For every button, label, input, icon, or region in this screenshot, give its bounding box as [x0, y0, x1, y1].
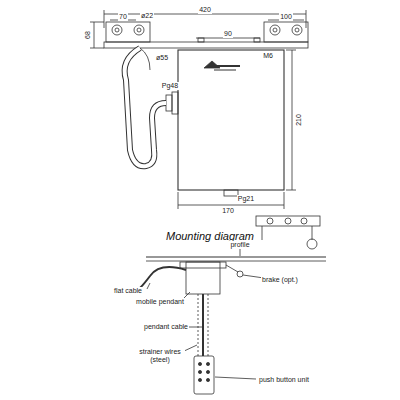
dimension-label: ø22	[140, 12, 154, 20]
dimension-label: ø55	[155, 54, 169, 62]
callout-label: flat cable	[113, 287, 143, 295]
dimension-label: 68	[84, 30, 92, 40]
dimension-label: 100	[279, 13, 293, 21]
dimension-label: Pg48	[161, 82, 179, 90]
callout-label: mobile pendant	[135, 298, 185, 306]
dimension-label: 170	[221, 207, 235, 215]
dimension-label: 210	[295, 113, 303, 127]
dimension-label: M6	[262, 52, 274, 60]
dimension-label: 420	[198, 6, 212, 14]
callout-label: strainer wires (steel)	[135, 348, 185, 364]
callout-label: pendant cable	[143, 323, 189, 331]
dimension-label: 90	[223, 30, 233, 38]
callout-label: brake (opt.)	[261, 276, 299, 284]
callout-label: push button unit	[258, 376, 310, 384]
dimension-label: Pg21	[237, 195, 255, 203]
dimension-label: 70	[118, 13, 128, 21]
callout-label: profile	[229, 241, 250, 249]
